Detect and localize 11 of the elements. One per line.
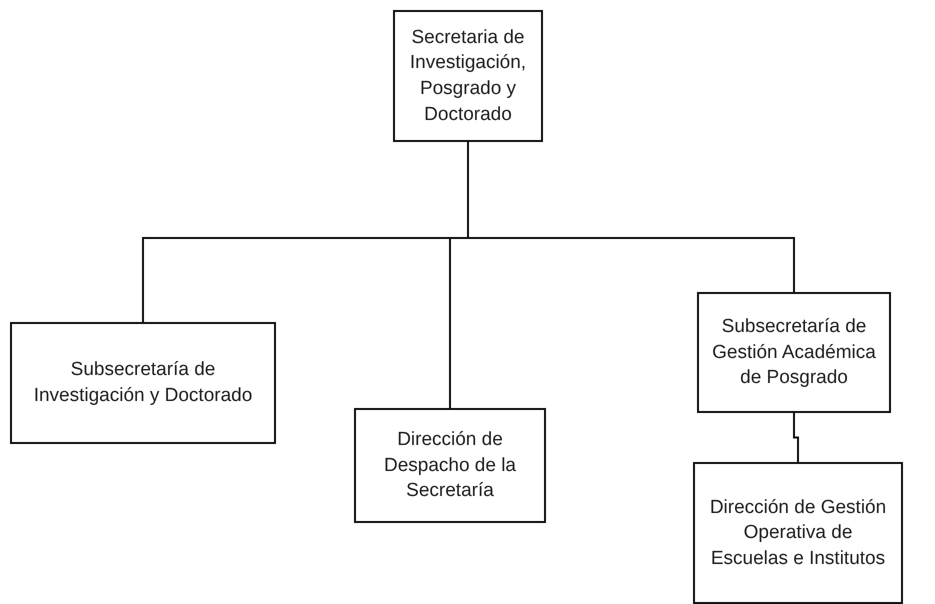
unit-name: Secretaria de Investigación, Posgrado y Doctorado bbox=[408, 26, 528, 127]
org-box bbox=[697, 292, 891, 413]
unit-name: Subsecretaría de Investigación y Doctorado bbox=[32, 358, 254, 408]
unit-name: Dirección de Gestión Operativa de Escuelas e Institutos bbox=[708, 496, 888, 571]
unit-name: Subsecretaría de Gestión Académica de Posgrado bbox=[711, 315, 877, 390]
org-box bbox=[693, 462, 903, 604]
unit-name: Dirección de Despacho de la Secretaría bbox=[382, 428, 518, 504]
connector-line bbox=[793, 413, 799, 462]
org-box bbox=[10, 322, 276, 444]
org-box bbox=[393, 10, 543, 142]
org-box bbox=[354, 408, 546, 523]
